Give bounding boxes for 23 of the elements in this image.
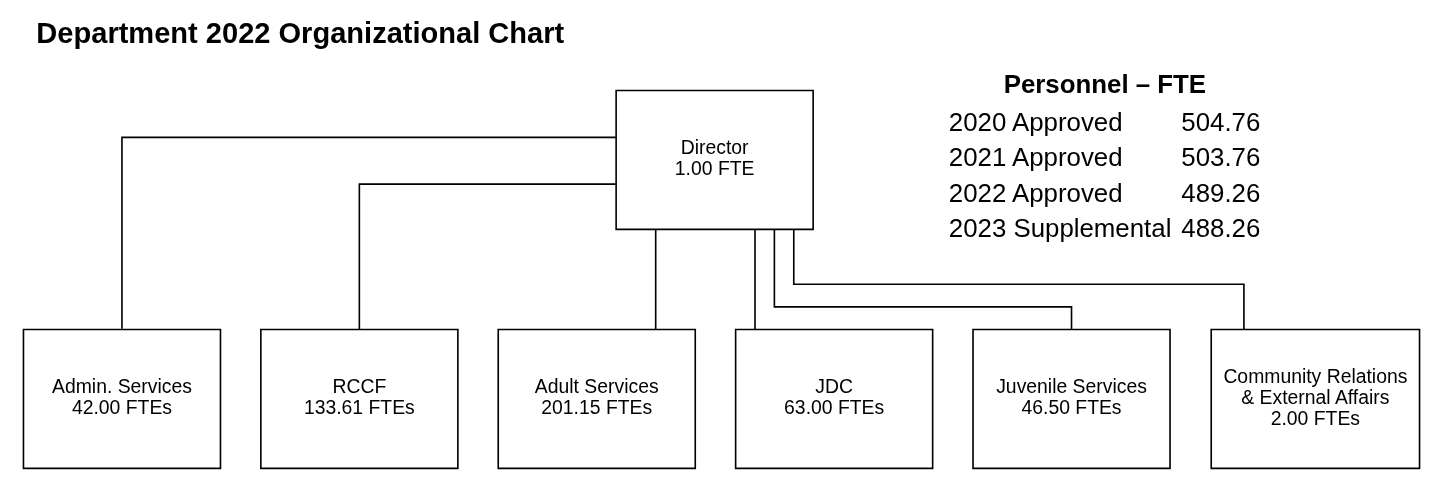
connector <box>358 183 617 331</box>
node-box: Juvenile Services 46.50 FTEs <box>972 328 1171 470</box>
label: 2023 Supplemental <box>948 214 1172 243</box>
label: 503.76 <box>1181 143 1261 172</box>
node-box: JDC 63.00 FTEs <box>734 328 934 470</box>
label: 504.76 <box>1181 107 1261 136</box>
label: 2020 Approved <box>948 107 1123 136</box>
node-box: Community Relations & External Affairs 2.00 FTEs <box>1210 328 1421 470</box>
connector <box>654 228 657 331</box>
node-box: RCCF 133.61 FTEs <box>260 328 459 470</box>
label: 2021 Approved <box>948 143 1123 172</box>
label: Personnel – FTE <box>1003 70 1207 99</box>
label: 489.26 <box>1181 178 1261 207</box>
connector <box>121 136 617 330</box>
label: 2022 Approved <box>948 178 1123 207</box>
node-box: Director 1.00 FTE <box>615 89 814 231</box>
node-box: Admin. Services 42.00 FTEs <box>22 328 222 470</box>
connector <box>773 228 1073 330</box>
diagram-title: Department 2022 Organizational Chart <box>36 16 565 49</box>
connector <box>792 228 1245 330</box>
node-box: Adult Services 201.15 FTEs <box>497 328 697 470</box>
label: 488.26 <box>1181 214 1261 243</box>
connector <box>754 228 756 331</box>
